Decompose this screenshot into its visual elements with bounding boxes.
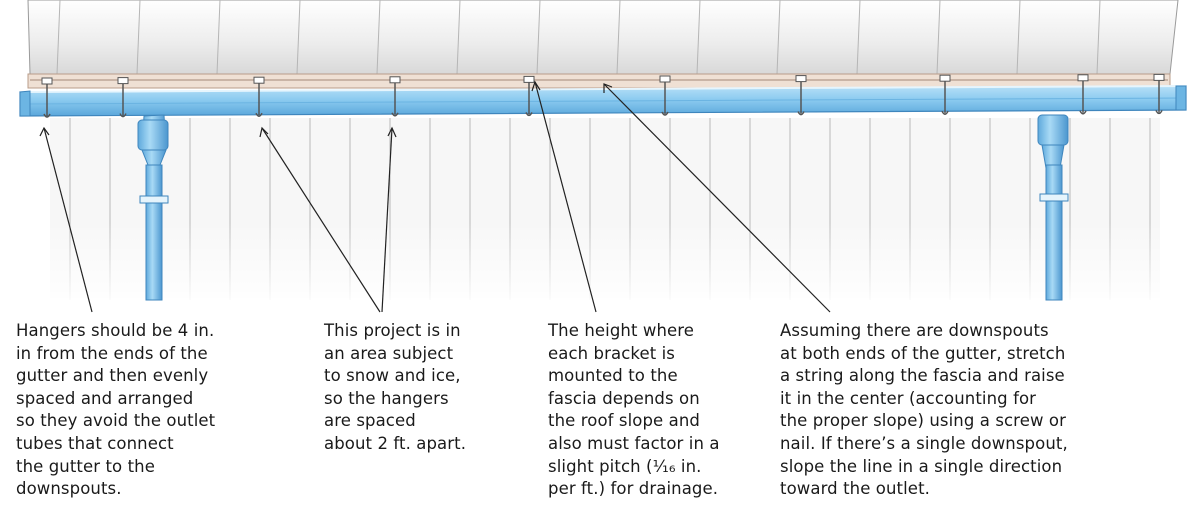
callout-line: mounted to the xyxy=(548,366,678,386)
callout-line: spaced and arranged xyxy=(16,388,194,408)
callout-line: are spaced xyxy=(324,411,416,431)
callout-line: also must factor in a xyxy=(548,433,720,453)
gutter xyxy=(19,85,1187,117)
callout-line: gutter and then evenly xyxy=(16,366,209,386)
callout-line: each bracket is xyxy=(548,343,675,363)
roof-seam xyxy=(456,0,461,75)
callout-line: slight pitch (¹⁄₁₆ in. xyxy=(548,456,720,479)
callout-line: toward the outlet. xyxy=(780,479,930,499)
callout-line: at both ends of the gutter, stretch xyxy=(780,343,1066,363)
downspout-left xyxy=(137,114,169,301)
callout-line: per ft.) for drainage. xyxy=(548,479,719,499)
fascia-board xyxy=(27,73,1171,89)
arrow-head xyxy=(603,83,613,93)
hanger-bracket xyxy=(1153,73,1165,115)
callout-line: slope the line in a single direction xyxy=(780,456,1063,476)
callout-line: fascia depends on xyxy=(548,388,700,408)
hanger-bracket xyxy=(41,77,53,118)
gutter-end-cap-right xyxy=(1175,85,1187,111)
roof-seam xyxy=(376,0,381,75)
callout-line: so they avoid the outlet xyxy=(16,411,216,431)
callout-line: a string along the fascia and raise xyxy=(780,366,1065,386)
roof-seam xyxy=(776,0,781,75)
siding-wall xyxy=(40,118,1170,308)
leader-hanger-placement xyxy=(43,127,93,313)
roof-seam xyxy=(136,0,141,75)
hanger-bracket xyxy=(253,76,265,117)
callout-line: to snow and ice, xyxy=(324,366,461,386)
callout-line: about 2 ft. apart. xyxy=(324,433,467,453)
roof xyxy=(27,0,1179,75)
pitch-fraction: ¹⁄₁₆ in. xyxy=(652,456,702,476)
leader-bracket-height xyxy=(534,81,597,313)
callout-line: it in the center (accounting for xyxy=(780,388,1037,408)
leader-lines xyxy=(39,80,831,313)
hanger-bracket xyxy=(523,75,535,117)
roof-seam xyxy=(216,0,221,75)
callout-line: the roof slope and xyxy=(548,411,700,431)
gutter-end-cap-left xyxy=(19,90,31,117)
arrow-head xyxy=(531,80,541,92)
roof-seam xyxy=(536,0,541,75)
roof-seam xyxy=(1096,0,1101,75)
hanger-bracket xyxy=(1077,74,1089,115)
arrow-head xyxy=(39,126,50,137)
hanger-bracket xyxy=(939,74,951,115)
callout-bracket-height: The height where each bracket is mounted… xyxy=(548,320,720,501)
leader-hanger-spacing-b xyxy=(381,127,393,313)
downspout-strap xyxy=(1039,193,1069,202)
callout-line: Assuming there are downspouts xyxy=(780,321,1049,340)
downspout-right xyxy=(1037,114,1069,301)
pitch-prefix: slight pitch ( xyxy=(548,456,653,476)
hanger-bracket xyxy=(795,75,807,116)
roof-seam xyxy=(936,0,941,75)
callout-line: This project is in xyxy=(324,321,461,340)
callout-line: an area subject xyxy=(324,343,454,363)
leader-hanger-spacing-a xyxy=(261,127,381,313)
roof-seam xyxy=(296,0,301,75)
callout-line: so the hangers xyxy=(324,388,449,408)
downspout-strap xyxy=(139,195,169,204)
hanger-bracket xyxy=(389,76,401,117)
callout-line: The height where xyxy=(548,321,695,340)
roof-seam xyxy=(616,0,621,75)
callout-line: the gutter to the xyxy=(16,456,155,476)
callout-line: the proper slope) using a screw or xyxy=(780,411,1066,431)
gutter-hangers xyxy=(41,73,1165,118)
callout-line: in from the ends of the xyxy=(16,343,208,363)
roof-seam xyxy=(856,0,861,75)
callout-line: downspouts. xyxy=(16,479,122,499)
leader-string-line xyxy=(603,83,831,313)
callout-line: nail. If there’s a single downspout, xyxy=(780,433,1068,453)
hanger-bracket xyxy=(659,75,671,116)
callout-string-line: Assuming there are downspouts at both en… xyxy=(780,320,1068,501)
roof-seam xyxy=(56,0,61,75)
callout-line: Hangers should be 4 in. xyxy=(16,321,215,340)
hanger-bracket xyxy=(117,77,129,118)
callout-hanger-placement: Hangers should be 4 in. in from the ends… xyxy=(16,320,215,501)
roof-seam xyxy=(1016,0,1021,75)
callout-hanger-spacing: This project is in an area subject to sn… xyxy=(324,320,466,456)
arrow-head xyxy=(259,126,269,138)
callout-line: tubes that connect xyxy=(16,433,174,453)
arrow-head xyxy=(387,126,397,138)
roof-seam xyxy=(696,0,701,75)
